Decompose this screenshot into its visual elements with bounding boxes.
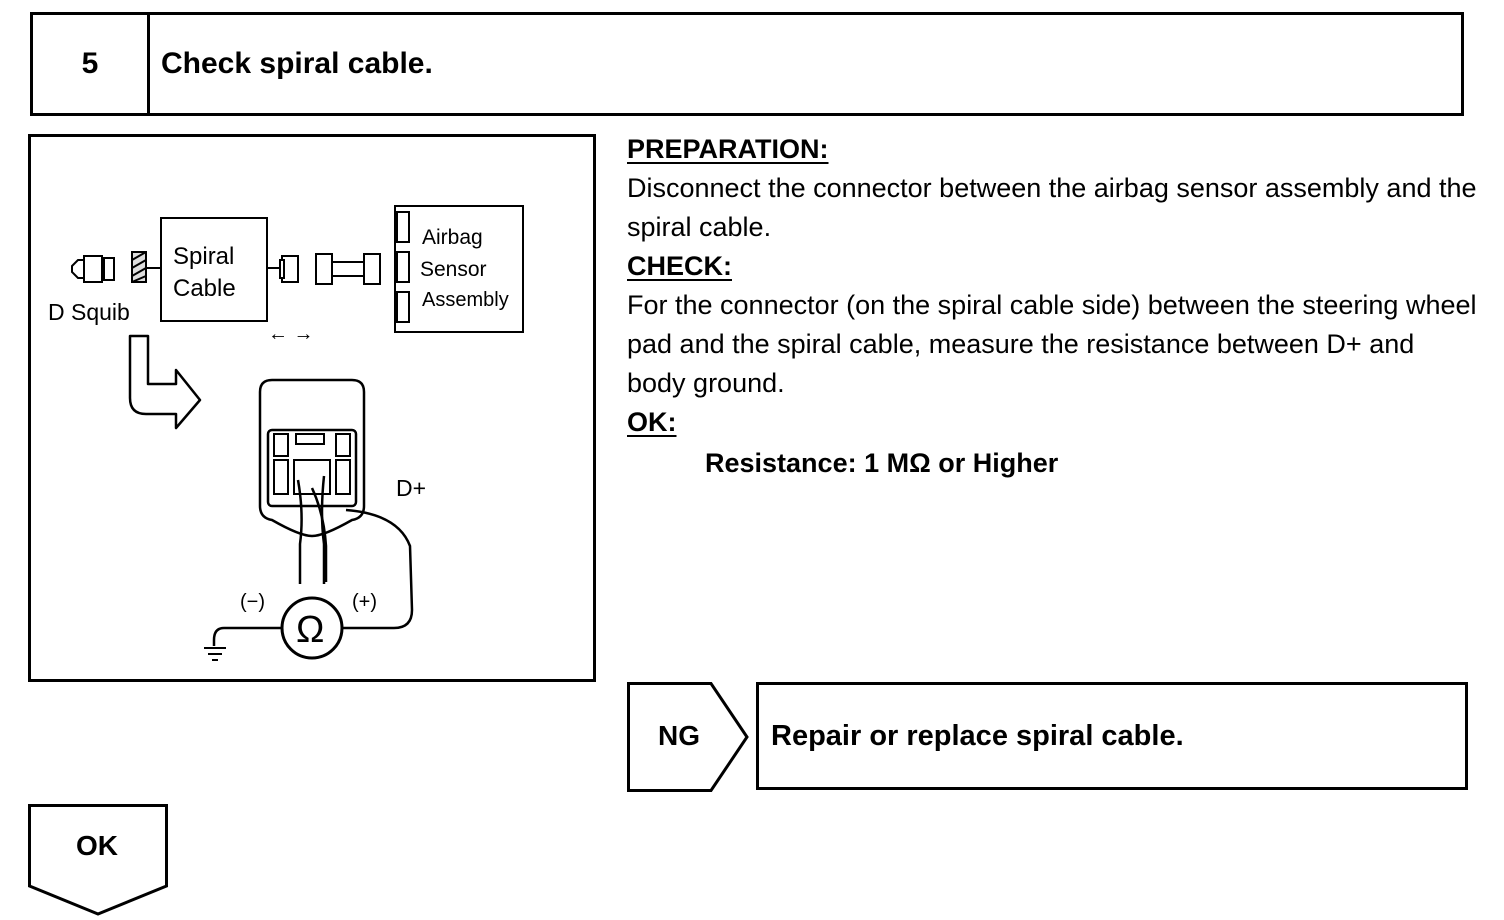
ok-arrow-shape: [28, 804, 168, 916]
d-plus-label: D+: [396, 475, 426, 501]
ng-result-text: Repair or replace spiral cable.: [771, 719, 1184, 752]
step-header: 5 Check spiral cable.: [30, 12, 1464, 116]
ground-icon: [204, 647, 226, 661]
spiral-cable-label-2: Cable: [173, 275, 236, 302]
ng-result-box: Repair or replace spiral cable.: [756, 682, 1468, 790]
view-arrow: [128, 334, 202, 430]
minus-label: (−): [240, 591, 265, 613]
probe-leads: [212, 475, 414, 646]
step-title: Check spiral cable.: [161, 47, 433, 80]
ok-heading: OK:: [627, 407, 677, 437]
ohmmeter: [280, 596, 344, 660]
spiral-cable-label-1: Spiral: [173, 243, 234, 270]
airbag-sensor-assembly-box: [394, 205, 524, 333]
preparation-text: Disconnect the connector between the air…: [627, 173, 1477, 242]
airbag-label-2: Sensor: [420, 258, 487, 281]
ng-arrow-shape: [627, 682, 749, 792]
ok-spec: Resistance: 1 MΩ or Higher: [705, 448, 1059, 478]
spiral-cable-diagram: D Squib Spiral Cable ← → Airbag Sensor A…: [28, 134, 596, 682]
disconnect-arrows: ← →: [268, 323, 314, 345]
check-heading: CHECK:: [627, 251, 732, 281]
preparation-heading: PREPARATION:: [627, 134, 829, 164]
check-text: For the connector (on the spiral cable s…: [627, 290, 1477, 398]
ohm-symbol: Ω: [296, 609, 324, 651]
spiral-cable-box: [160, 217, 268, 322]
ng-label: NG: [658, 720, 700, 751]
plus-label: (+): [352, 591, 377, 613]
connector-face: [258, 378, 366, 538]
d-squib-label: D Squib: [48, 299, 130, 325]
sensor-connectors: [267, 253, 381, 285]
d-squib-connector: [71, 251, 161, 283]
ok-label: OK: [76, 830, 118, 861]
instructions: PREPARATION: Disconnect the connector be…: [627, 130, 1477, 483]
airbag-label-3: Assembly: [422, 289, 509, 311]
airbag-label-1: Airbag: [422, 226, 483, 249]
step-number: 5: [33, 15, 150, 113]
